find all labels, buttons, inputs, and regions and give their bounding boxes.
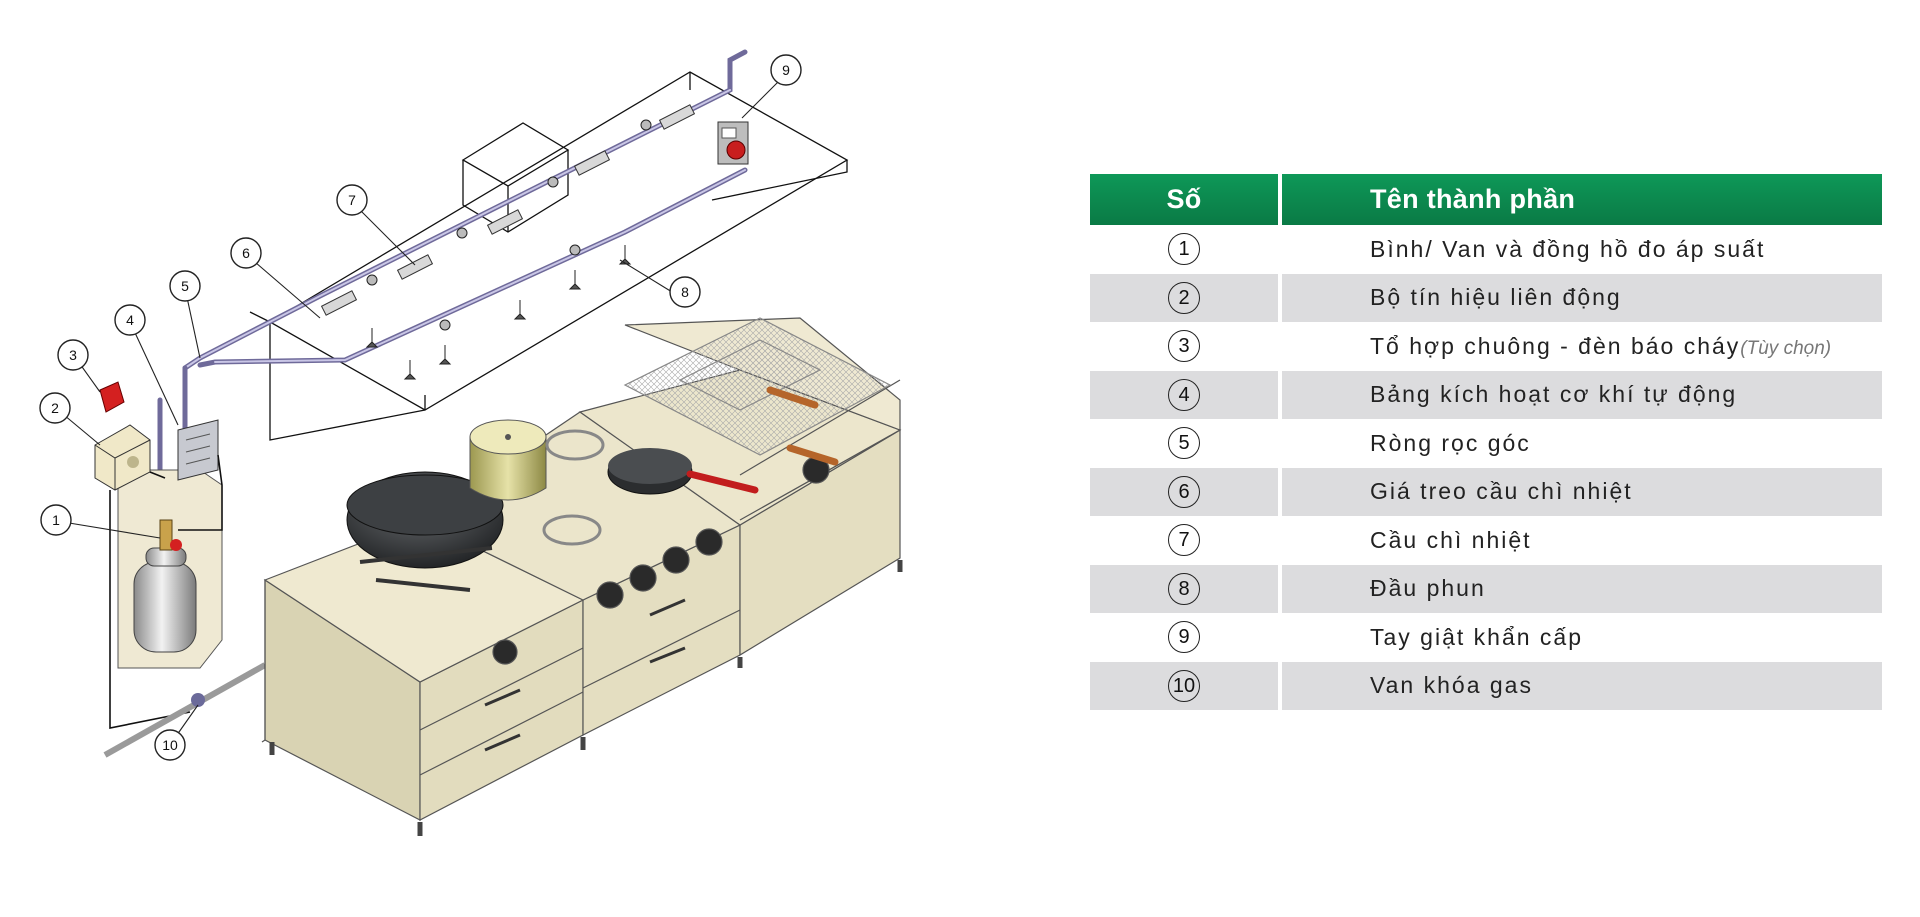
svg-text:5: 5 [181, 278, 189, 294]
alarm-bell-light [99, 381, 125, 413]
burner-grates [542, 429, 605, 546]
kitchen-fire-suppression-diagram: 1 2 3 4 5 6 7 8 9 10 [39, 49, 903, 836]
callout-5: 5 [169, 270, 201, 302]
svg-text:10: 10 [162, 737, 178, 753]
row-name: Tổ hợp chuông - đèn báo cháy [1370, 332, 1741, 359]
row-number: 8 [1168, 572, 1200, 605]
optional-note: (Tùy chọn) [1740, 337, 1832, 359]
row-name-container: Tay giật khẩn cấp [1280, 613, 1882, 662]
row-name: Cầu chì nhiệt [1370, 526, 1532, 553]
mechanical-release-panel [177, 419, 223, 531]
row-number: 5 [1168, 427, 1200, 460]
header-name: Tên thành phần [1280, 174, 1882, 225]
row-name-container: Van khóa gas [1280, 661, 1882, 710]
callout-4: 4 [114, 304, 146, 336]
callout-1: 1 [40, 504, 72, 536]
svg-text:7: 7 [348, 192, 356, 208]
frying-pan [607, 448, 759, 495]
row-name-container: Ròng rọc góc [1280, 419, 1882, 468]
svg-text:9: 9 [782, 62, 790, 78]
row-name: Tay giật khẩn cấp [1370, 623, 1584, 650]
row-name: Bảng kích hoạt cơ khí tự động [1370, 381, 1738, 408]
table-row: 2 Bộ tín hiệu liên động [1090, 273, 1882, 322]
row-name-container: Giá treo cầu chì nhiệt [1280, 467, 1882, 516]
control-wiring [103, 471, 267, 758]
legend-header-row: Số Tên thành phần [1090, 174, 1882, 225]
row-name: Bình/ Van và đồng hồ đo áp suất [1370, 235, 1766, 262]
row-number: 3 [1168, 330, 1200, 363]
row-number: 1 [1168, 233, 1200, 266]
row-number: 4 [1168, 378, 1200, 411]
row-number: 10 [1168, 669, 1200, 702]
callout-2: 2 [39, 392, 71, 424]
row-name: Bộ tín hiệu liên động [1370, 284, 1622, 311]
agent-cylinder-cabinet [117, 469, 223, 669]
table-row: 5 Ròng rọc góc [1090, 419, 1882, 468]
svg-text:1: 1 [52, 512, 60, 528]
row-number: 9 [1168, 621, 1200, 654]
fusible-link-row [320, 104, 696, 316]
svg-text:2: 2 [51, 400, 59, 416]
row-number: 6 [1168, 475, 1200, 508]
row-name-container: Bộ tín hiệu liên động [1280, 273, 1882, 322]
svg-text:4: 4 [126, 312, 134, 328]
table-row: 1 Bình/ Van và đồng hồ đo áp suất [1090, 225, 1882, 274]
svg-text:6: 6 [242, 245, 250, 261]
row-name: Giá treo cầu chì nhiệt [1370, 478, 1633, 505]
callout-8: 8 [669, 276, 701, 308]
component-legend-table: Số Tên thành phần 1 Bình/ Van và đồng hồ… [1090, 174, 1882, 710]
row-name-container: Tổ hợp chuông - đèn báo cháy(Tùy chọn) [1280, 322, 1882, 371]
callout-3: 3 [57, 339, 89, 371]
nozzles [365, 119, 652, 380]
svg-text:8: 8 [681, 284, 689, 300]
row-number: 2 [1168, 281, 1200, 314]
row-name: Ròng rọc góc [1370, 429, 1531, 456]
table-row: 6 Giá treo cầu chì nhiệt [1090, 467, 1882, 516]
row-name-container: Đầu phun [1280, 564, 1882, 613]
row-name-container: Bảng kích hoạt cơ khí tự động [1280, 370, 1882, 419]
wok [346, 471, 504, 592]
row-name: Van khóa gas [1370, 672, 1533, 699]
header-number: Số [1090, 174, 1282, 225]
table-row: 7 Cầu chì nhiệt [1090, 516, 1882, 565]
row-name: Đầu phun [1370, 575, 1486, 602]
row-name-container: Bình/ Van và đồng hồ đo áp suất [1280, 225, 1882, 274]
table-row: 8 Đầu phun [1090, 564, 1882, 613]
callout-10: 10 [154, 729, 186, 761]
table-row: 4 Bảng kích hoạt cơ khí tự động [1090, 370, 1882, 419]
callout-7: 7 [336, 184, 368, 216]
table-row: 3 Tổ hợp chuông - đèn báo cháy(Tùy chọn) [1090, 322, 1882, 371]
svg-text:3: 3 [69, 347, 77, 363]
callout-9: 9 [770, 54, 802, 86]
table-row: 9 Tay giật khẩn cấp [1090, 613, 1882, 662]
stock-pot [469, 419, 547, 501]
callout-6: 6 [230, 237, 262, 269]
manual-pull-station [717, 121, 749, 165]
row-name-container: Cầu chì nhiệt [1280, 516, 1882, 565]
row-number: 7 [1168, 524, 1200, 557]
table-row: 10 Van khóa gas [1090, 661, 1882, 710]
fryer-baskets [623, 317, 892, 466]
